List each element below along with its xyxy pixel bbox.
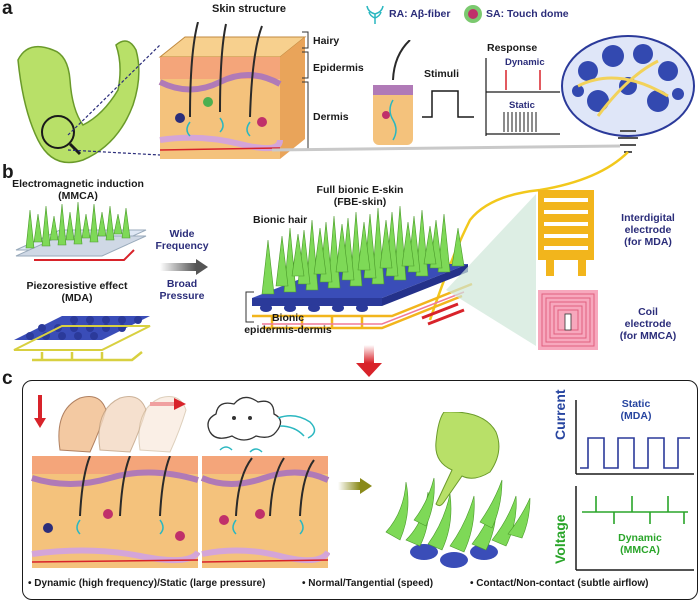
- fbe-skin-title: Full bionic E-skin: [316, 184, 404, 196]
- response-axes: [485, 58, 560, 136]
- interdigital-electrode: [538, 190, 594, 276]
- static-plot-label: Static (MDA): [606, 398, 666, 422]
- panel-a-letter: a: [2, 0, 13, 19]
- caption-dynamic-static: • Dynamic (high frequency)/Static (large…: [28, 578, 266, 589]
- down-arrow: [356, 345, 382, 377]
- epidermis-label: Epidermis: [313, 62, 364, 74]
- fbe-skin-label: Full bionic E-skin (FBE-skin): [300, 184, 420, 208]
- dynamic-plot-label: Dynamic (MMCA): [600, 532, 680, 556]
- response-label: Response: [487, 42, 538, 54]
- ra-fiber-icon: [366, 5, 384, 24]
- hand-on-device-illustration: [385, 412, 531, 568]
- skin-structure-label: Skin structure: [212, 3, 286, 15]
- interdigital-line3: (for MDA): [624, 236, 672, 249]
- dynamic-response-label: Dynamic: [505, 57, 545, 68]
- hairy-label: Hairy: [313, 35, 340, 47]
- dynamic-plot-line2: (MMCA): [620, 544, 660, 557]
- em-induction-label: Electromagnetic induction (MMCA): [8, 178, 148, 202]
- stimuli-waveform: [422, 90, 474, 118]
- combine-arrow: [160, 259, 208, 275]
- ra-label: RA: Aβ-fiber: [389, 8, 451, 20]
- wide-frequency-line1: Wide: [169, 228, 195, 240]
- layer-brackets: [302, 31, 309, 151]
- bionic-hair-label: Bionic hair: [253, 214, 308, 226]
- coil-label: Coil electrode (for MMCA): [598, 306, 698, 342]
- zoom-lines: [67, 44, 161, 156]
- coil-electrode: [538, 290, 598, 350]
- sa-label: SA: Touch dome: [486, 8, 569, 20]
- wide-frequency-label: Wide Frequency: [152, 228, 212, 252]
- piezo-title: Piezoresistive effect: [26, 280, 128, 292]
- static-response-label: Static: [509, 100, 535, 111]
- wide-frequency-line2: Frequency: [155, 240, 209, 253]
- fbe-skin-subtitle: (FBE-skin): [333, 196, 387, 209]
- interdigital-label: Interdigital electrode (for MDA): [598, 212, 698, 248]
- piezo-subtitle: (MDA): [61, 292, 93, 305]
- airflow-cloud-illustration: [207, 396, 316, 453]
- broad-pressure-label: Broad Pressure: [152, 278, 212, 302]
- em-induction-title: Electromagnetic induction: [12, 178, 144, 190]
- panel-c-frame: [22, 380, 698, 600]
- stimuli-label: Stimuli: [424, 68, 460, 80]
- static-plot-line1: Static: [621, 398, 651, 410]
- em-induction-subtitle: (MMCA): [58, 190, 98, 203]
- fbe-skin-device: [252, 205, 473, 330]
- skin-block-c1: [31, 456, 200, 568]
- voltage-axis-label: Voltage: [552, 514, 568, 564]
- bionic-ed-line2: epidermis-dermis: [244, 324, 332, 337]
- skin-block-c2: [200, 456, 330, 568]
- mda-dome-array: [13, 316, 151, 362]
- static-plot-line2: (MDA): [620, 410, 652, 423]
- skin-block: [158, 22, 307, 159]
- arm-illustration: [17, 40, 140, 164]
- panel-b-letter: b: [2, 162, 14, 183]
- current-plot: [575, 400, 694, 475]
- piezo-label: Piezoresistive effect (MDA): [12, 280, 142, 304]
- bionic-bracket: [245, 291, 254, 323]
- current-axis-label: Current: [552, 389, 568, 440]
- voltage-plot: [575, 486, 694, 571]
- sa-dome-icon: [464, 5, 482, 23]
- coil-line1: Coil: [638, 306, 658, 318]
- finger-touch-illustration: [34, 395, 187, 453]
- coil-line3: (for MMCA): [619, 330, 677, 343]
- interdigital-line1: Interdigital: [621, 212, 675, 224]
- coil-line2: electrode: [624, 318, 672, 331]
- broad-pressure-line1: Broad: [166, 278, 198, 290]
- caption-contact-noncontact: • Contact/Non-contact (subtle airflow): [470, 578, 649, 589]
- panel-c-letter: c: [2, 368, 13, 389]
- caption-normal-tangential: • Normal/Tangential (speed): [302, 578, 434, 589]
- bionic-ed-line1: Bionic: [271, 312, 305, 324]
- bionic-ed-label: Bionic epidermis-dermis: [238, 312, 338, 336]
- nerve-connection: [271, 144, 621, 152]
- right-arrow: [338, 478, 372, 494]
- interdigital-line2: electrode: [624, 224, 672, 237]
- dynamic-plot-line1: Dynamic: [618, 532, 662, 544]
- dermis-label: Dermis: [313, 111, 349, 123]
- broad-pressure-line2: Pressure: [159, 290, 205, 303]
- brain-illustration: [561, 35, 695, 153]
- zoom-beam: [446, 194, 536, 346]
- hair-follicle: [373, 40, 413, 145]
- mmca-spike-array: [15, 201, 147, 261]
